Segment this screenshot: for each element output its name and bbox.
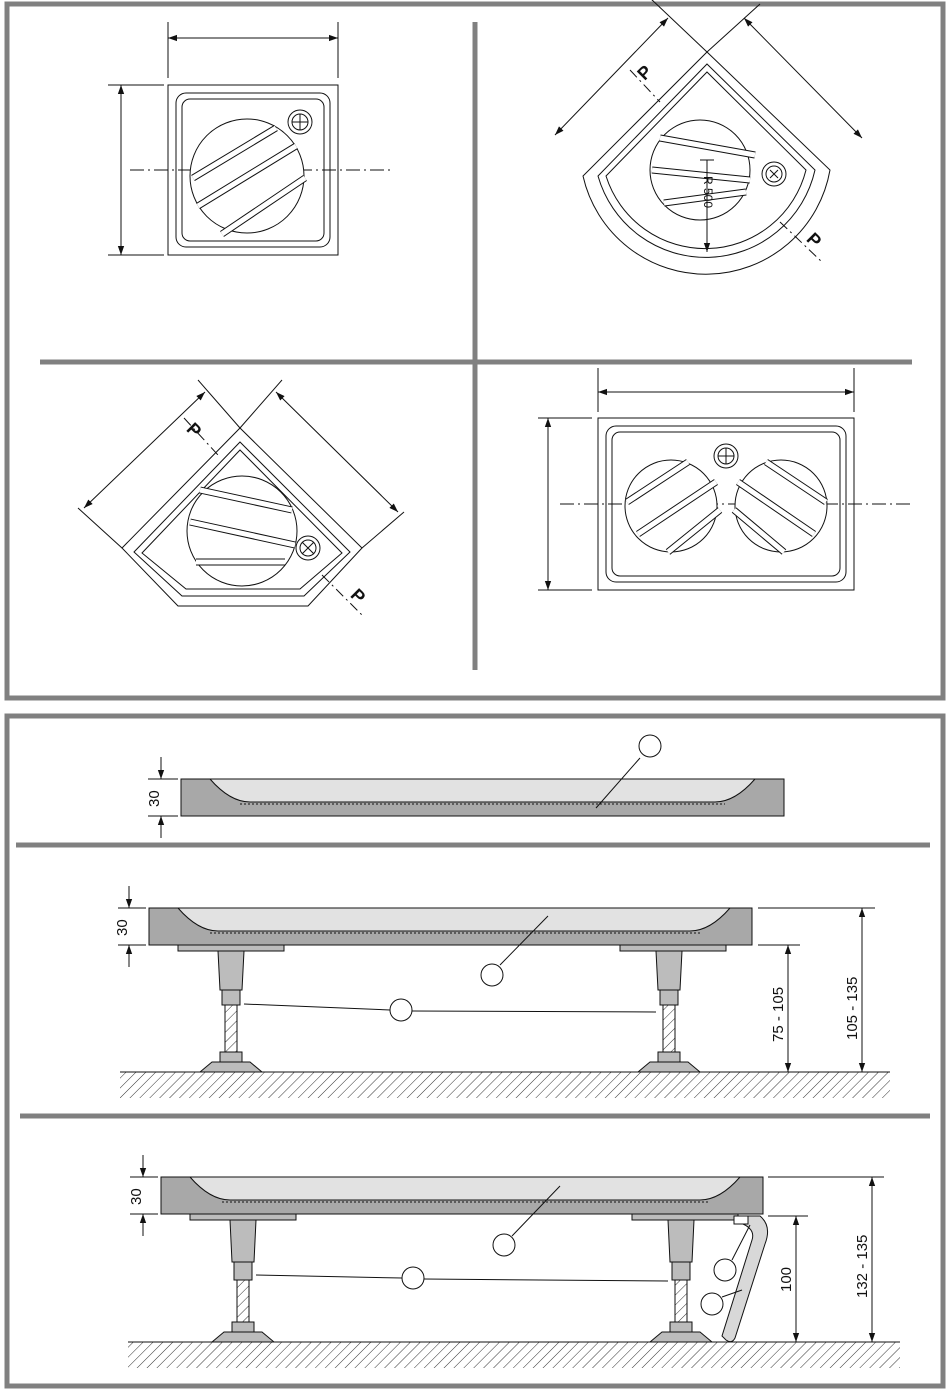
panel-tray-profile — [128, 1155, 900, 1368]
pentagon-tray-plan — [78, 380, 404, 615]
quadrant-side-label-1: P — [633, 61, 656, 84]
square-tray-plan — [108, 22, 390, 255]
panel-tray-height-label: 30 — [128, 1188, 145, 1205]
flat-tray-profile — [148, 735, 784, 838]
flat-tray-height-label: 30 — [146, 790, 163, 807]
quadrant-side-label-2: P — [803, 229, 826, 252]
legs-total-range-label: 105 - 135 — [844, 977, 861, 1040]
quadrant-radius-label: R 500 — [701, 176, 715, 208]
legs-leg-range-label: 75 - 105 — [770, 987, 787, 1042]
pentagon-side-label-2: P — [347, 585, 370, 608]
panel-height-label: 100 — [778, 1267, 795, 1292]
panel-total-range-label: 132 - 135 — [854, 1235, 871, 1298]
rectangular-tray-plan — [538, 368, 910, 590]
legs-tray-height-label: 30 — [114, 919, 131, 936]
